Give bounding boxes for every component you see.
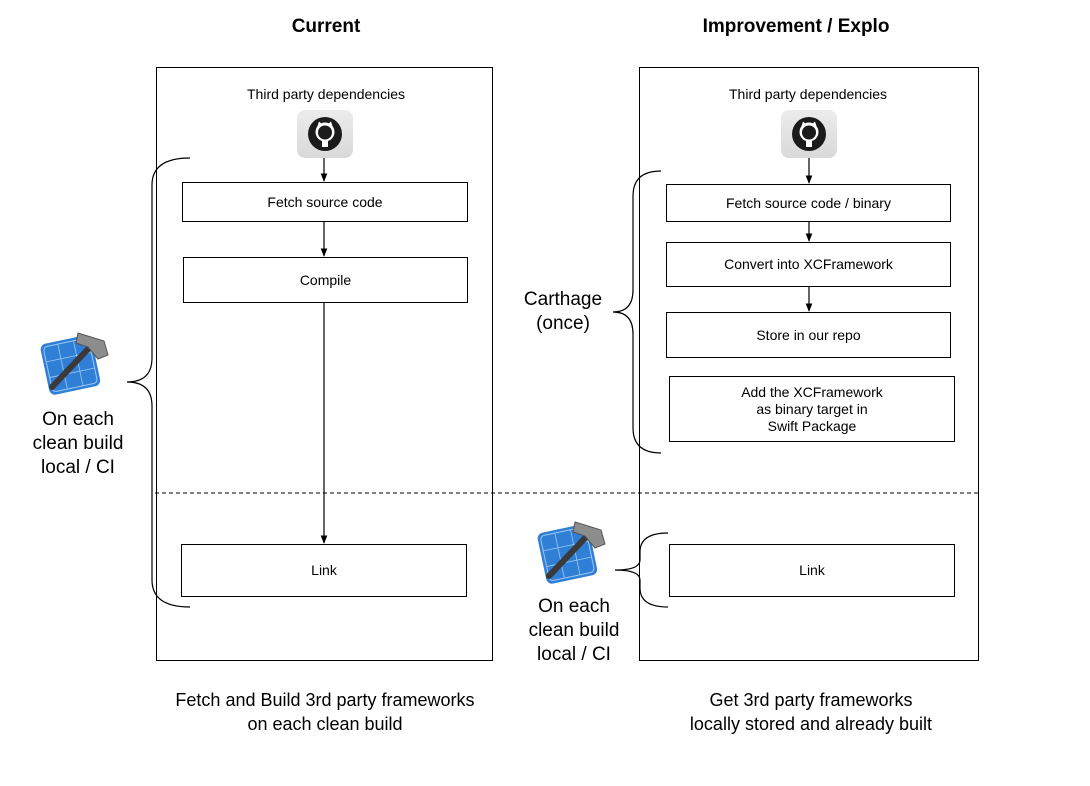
xcode-icon [38, 325, 114, 397]
right-deps-label: Third party dependencies [729, 86, 887, 102]
heading-improvement: Improvement / Explo [702, 16, 890, 37]
carthage-brace [612, 170, 662, 454]
xcode-icon [535, 514, 611, 586]
github-icon [297, 110, 353, 158]
left-clean-build-label: On each clean build local / CI [32, 409, 124, 478]
right-clean-build-label: On each clean build local / CI [528, 596, 620, 665]
caption-current: Fetch and Build 3rd party frameworks on … [175, 690, 475, 734]
github-icon [781, 110, 837, 158]
carthage-label: Carthage (once) [523, 289, 603, 334]
left-clean-build-brace [126, 157, 191, 608]
step-fetch-source-binary: Fetch source code / binary [666, 184, 951, 222]
left-deps-label: Third party dependencies [247, 86, 405, 102]
caption-improvement: Get 3rd party frameworks locally stored … [689, 690, 933, 734]
step-fetch-source-code: Fetch source code [182, 182, 468, 222]
step-store-in-repo: Store in our repo [666, 312, 951, 358]
step-link-left: Link [181, 544, 467, 597]
step-add-binary-target: Add the XCFramework as binary target in … [669, 376, 955, 442]
step-convert-xcframework: Convert into XCFramework [666, 242, 951, 287]
step-link-right: Link [669, 544, 955, 597]
step-compile: Compile [183, 257, 468, 303]
heading-current: Current [291, 16, 361, 37]
right-link-brace [614, 532, 669, 608]
